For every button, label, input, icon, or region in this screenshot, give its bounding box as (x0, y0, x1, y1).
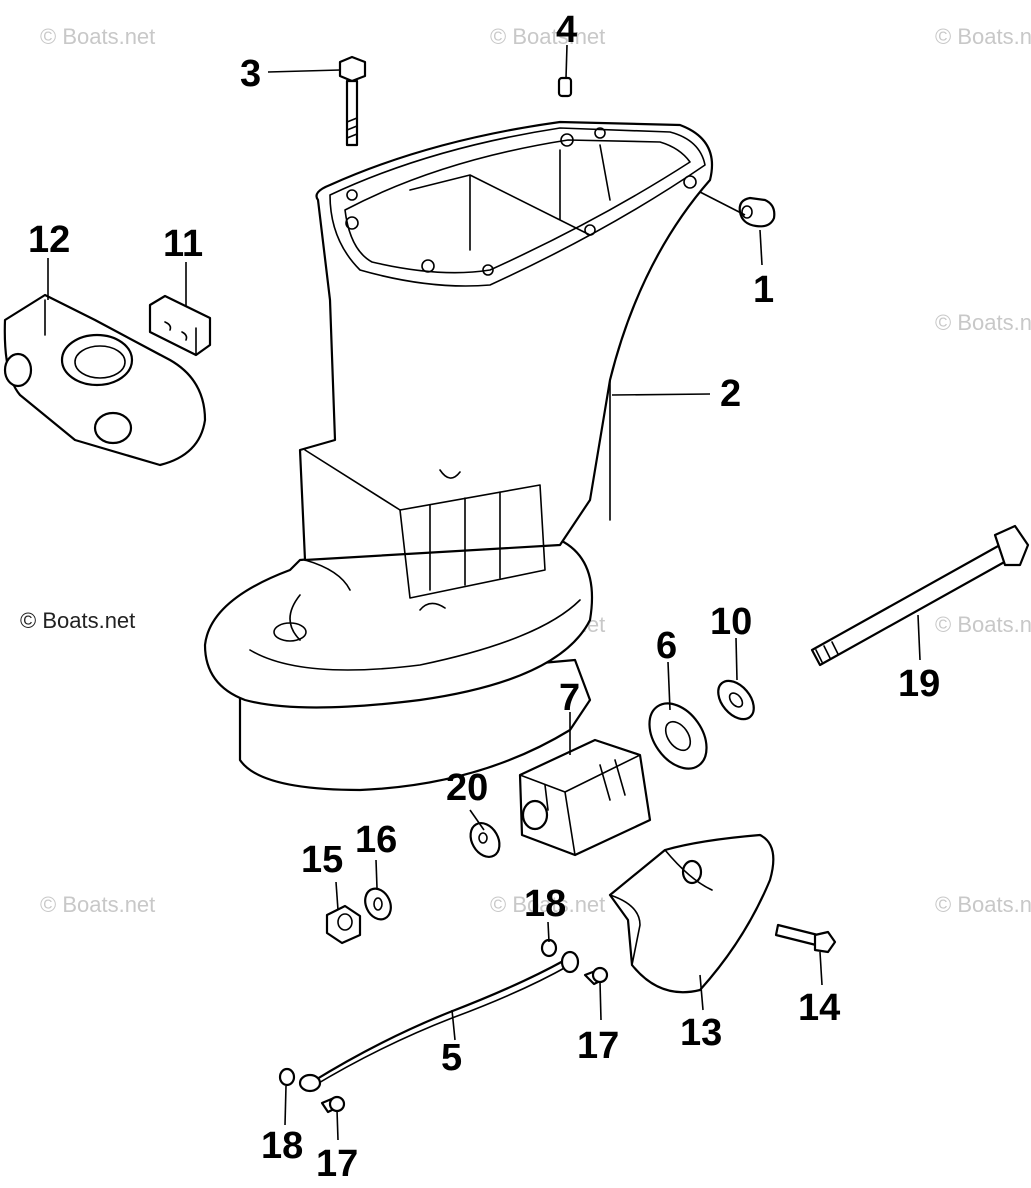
ground-cable-part-5 (298, 950, 580, 1093)
bolt-part-14 (774, 923, 837, 954)
washer-part-6 (648, 702, 708, 770)
callout-1: 1 (753, 269, 774, 311)
callout-5: 5 (441, 1037, 462, 1079)
callout-18-upper: 18 (524, 883, 566, 925)
callout-2: 2 (720, 373, 741, 415)
callout-17-upper: 17 (577, 1025, 619, 1067)
lock-washer-part-18-lower (278, 1067, 296, 1087)
drive-shaft-housing (203, 120, 714, 792)
callout-4: 4 (556, 9, 577, 51)
bolt-part-3 (338, 55, 367, 147)
callout-16: 16 (355, 819, 397, 861)
watermark-top-right: © Boats.net (935, 24, 1031, 49)
nut-part-15 (325, 904, 362, 945)
callout-17-lower: 17 (316, 1143, 358, 1185)
screw-part-17-upper (583, 966, 609, 986)
leader-lines (47, 44, 921, 1141)
watermark-bottom-right: © Boats.net (935, 892, 1031, 917)
callout-14: 14 (798, 987, 840, 1029)
watermark-bottom-left: © Boats.net (40, 892, 155, 917)
callout-12: 12 (28, 219, 70, 261)
callout-11: 11 (163, 223, 203, 265)
washer-part-16 (364, 887, 392, 921)
clamp-bracket-part-12 (3, 293, 207, 467)
callout-10: 10 (710, 601, 752, 643)
mount-pad-part-11 (148, 294, 212, 357)
dowel-pin-part-4 (557, 76, 573, 98)
watermark-top-center: © Boats.net (490, 24, 605, 49)
screw-part-17-lower (320, 1095, 346, 1114)
watermark-mid-right: © Boats.net (935, 310, 1031, 335)
cover-part-13 (608, 833, 775, 994)
callout-labels: 3 4 1 2 12 11 7 6 10 19 20 15 16 18 17 5… (28, 9, 940, 1185)
watermark-top-left: © Boats.net (40, 24, 155, 49)
lock-washer-part-18-upper (540, 938, 558, 958)
rubber-mount-part-7 (518, 738, 652, 857)
callout-15: 15 (301, 839, 343, 881)
washer-part-10 (717, 679, 755, 721)
watermark-right: © Boats.net (935, 612, 1031, 637)
callout-3: 3 (240, 53, 261, 95)
washer-part-20 (469, 822, 501, 858)
callout-6: 6 (656, 625, 677, 667)
long-bolt-part-19 (810, 524, 1030, 667)
grommet-part-1 (738, 196, 776, 228)
callout-13: 13 (680, 1012, 722, 1054)
watermark-bottom-center: © Boats.net (490, 892, 605, 917)
callout-20: 20 (446, 767, 488, 809)
callout-18-lower: 18 (261, 1125, 303, 1167)
callout-19: 19 (898, 663, 940, 705)
callout-7: 7 (559, 677, 580, 719)
watermark-left: © Boats.net (20, 608, 135, 633)
